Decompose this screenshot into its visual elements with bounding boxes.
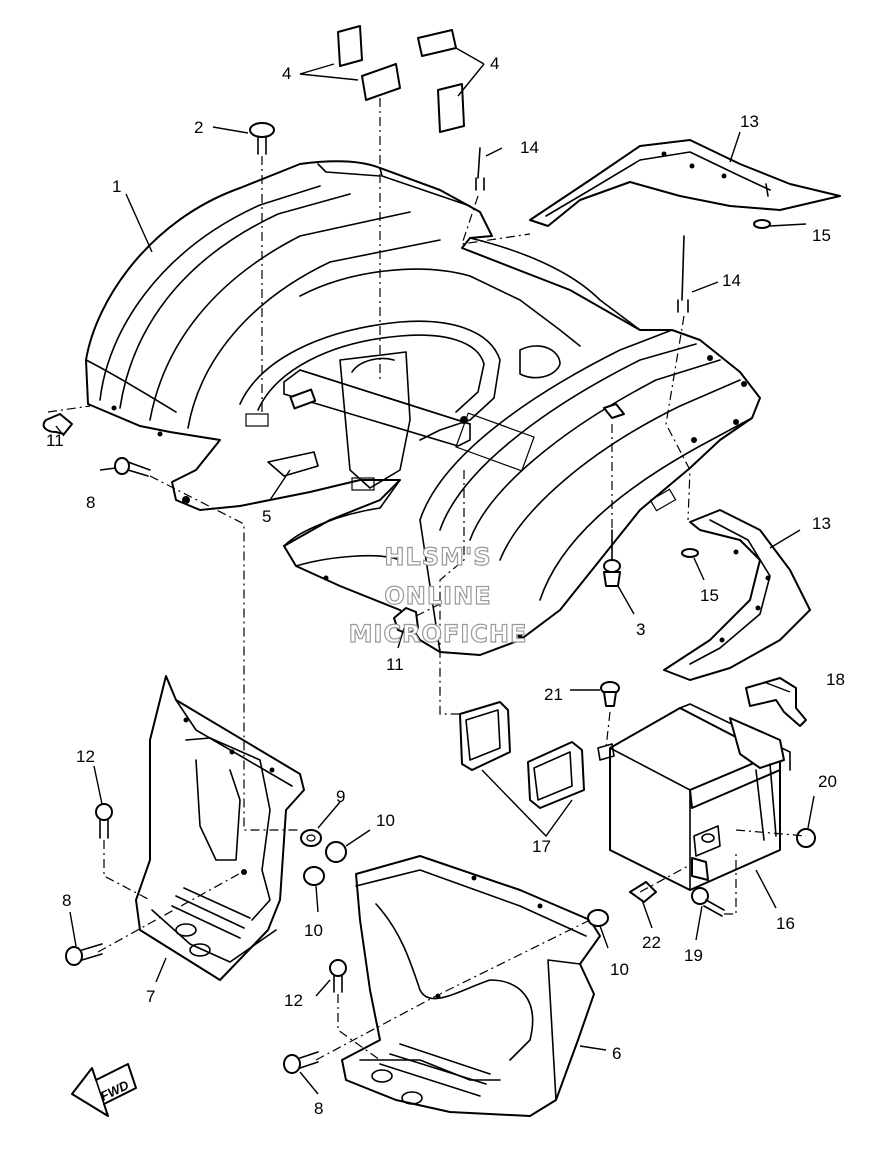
- callout-8-top: 8: [86, 493, 95, 512]
- callout-14-middle: 14: [722, 271, 741, 290]
- reflector-left: [459, 701, 511, 771]
- callout-15-top: 15: [812, 226, 831, 245]
- callout-8-bottom: 8: [314, 1099, 323, 1118]
- callout-14-top: 14: [520, 138, 539, 157]
- callout-6: 6: [612, 1044, 621, 1063]
- tool-box: [597, 703, 791, 891]
- callout-12-bottom: 12: [284, 991, 303, 1010]
- callout-8-left: 8: [62, 891, 71, 910]
- callout-18: 18: [826, 670, 845, 689]
- callout-13-bottom: 13: [812, 514, 831, 533]
- callout-9: 9: [336, 787, 345, 806]
- callout-12-left: 12: [76, 747, 95, 766]
- watermark: HLSM'S ONLINE MICROFICHE: [348, 542, 528, 648]
- watermark-line-2: ONLINE: [384, 582, 491, 610]
- mud-flap-top: [529, 139, 841, 227]
- callout-2: 2: [194, 118, 203, 137]
- callout-13-top: 13: [740, 112, 759, 131]
- callout-4-left: 4: [282, 64, 291, 83]
- callout-7: 7: [146, 987, 155, 1006]
- assembly-lines: [47, 98, 807, 1061]
- callout-22: 22: [642, 933, 661, 952]
- callout-10-left: 10: [304, 921, 323, 940]
- callout-10-right: 10: [610, 960, 629, 979]
- callout-15-bottom: 15: [700, 586, 719, 605]
- callout-21: 21: [544, 685, 563, 704]
- callout-labels: 1 2 3 4 4 5 6 7 8 8 8 9 10 10 10 11 11 1…: [46, 54, 845, 1118]
- forward-direction-indicator: FWD: [71, 1063, 137, 1117]
- callout-11-left: 11: [46, 431, 64, 450]
- fasteners: [42, 122, 816, 1074]
- callout-1: 1: [112, 177, 121, 196]
- callout-11-center: 11: [386, 655, 404, 674]
- callout-19: 19: [684, 946, 703, 965]
- footrest-left: [135, 675, 305, 981]
- watermark-line-1: HLSM'S: [384, 543, 491, 571]
- leader-lines: [55, 47, 815, 1095]
- callout-5: 5: [262, 507, 271, 526]
- seal-pads: [337, 25, 465, 133]
- fwd-arrow-icon: [71, 1063, 137, 1117]
- callout-3: 3: [636, 620, 645, 639]
- callout-20: 20: [818, 772, 837, 791]
- reflector-right: [527, 741, 585, 809]
- bracket-18: [745, 677, 807, 727]
- mud-flap-bottom: [663, 509, 811, 681]
- watermark-line-3: MICROFICHE: [349, 620, 528, 648]
- rear-fender: [85, 160, 761, 656]
- callout-16: 16: [776, 914, 795, 933]
- footrest-right: [341, 855, 601, 1117]
- callout-4-right: 4: [490, 54, 499, 73]
- callout-10-top: 10: [376, 811, 395, 830]
- callout-17: 17: [532, 837, 551, 856]
